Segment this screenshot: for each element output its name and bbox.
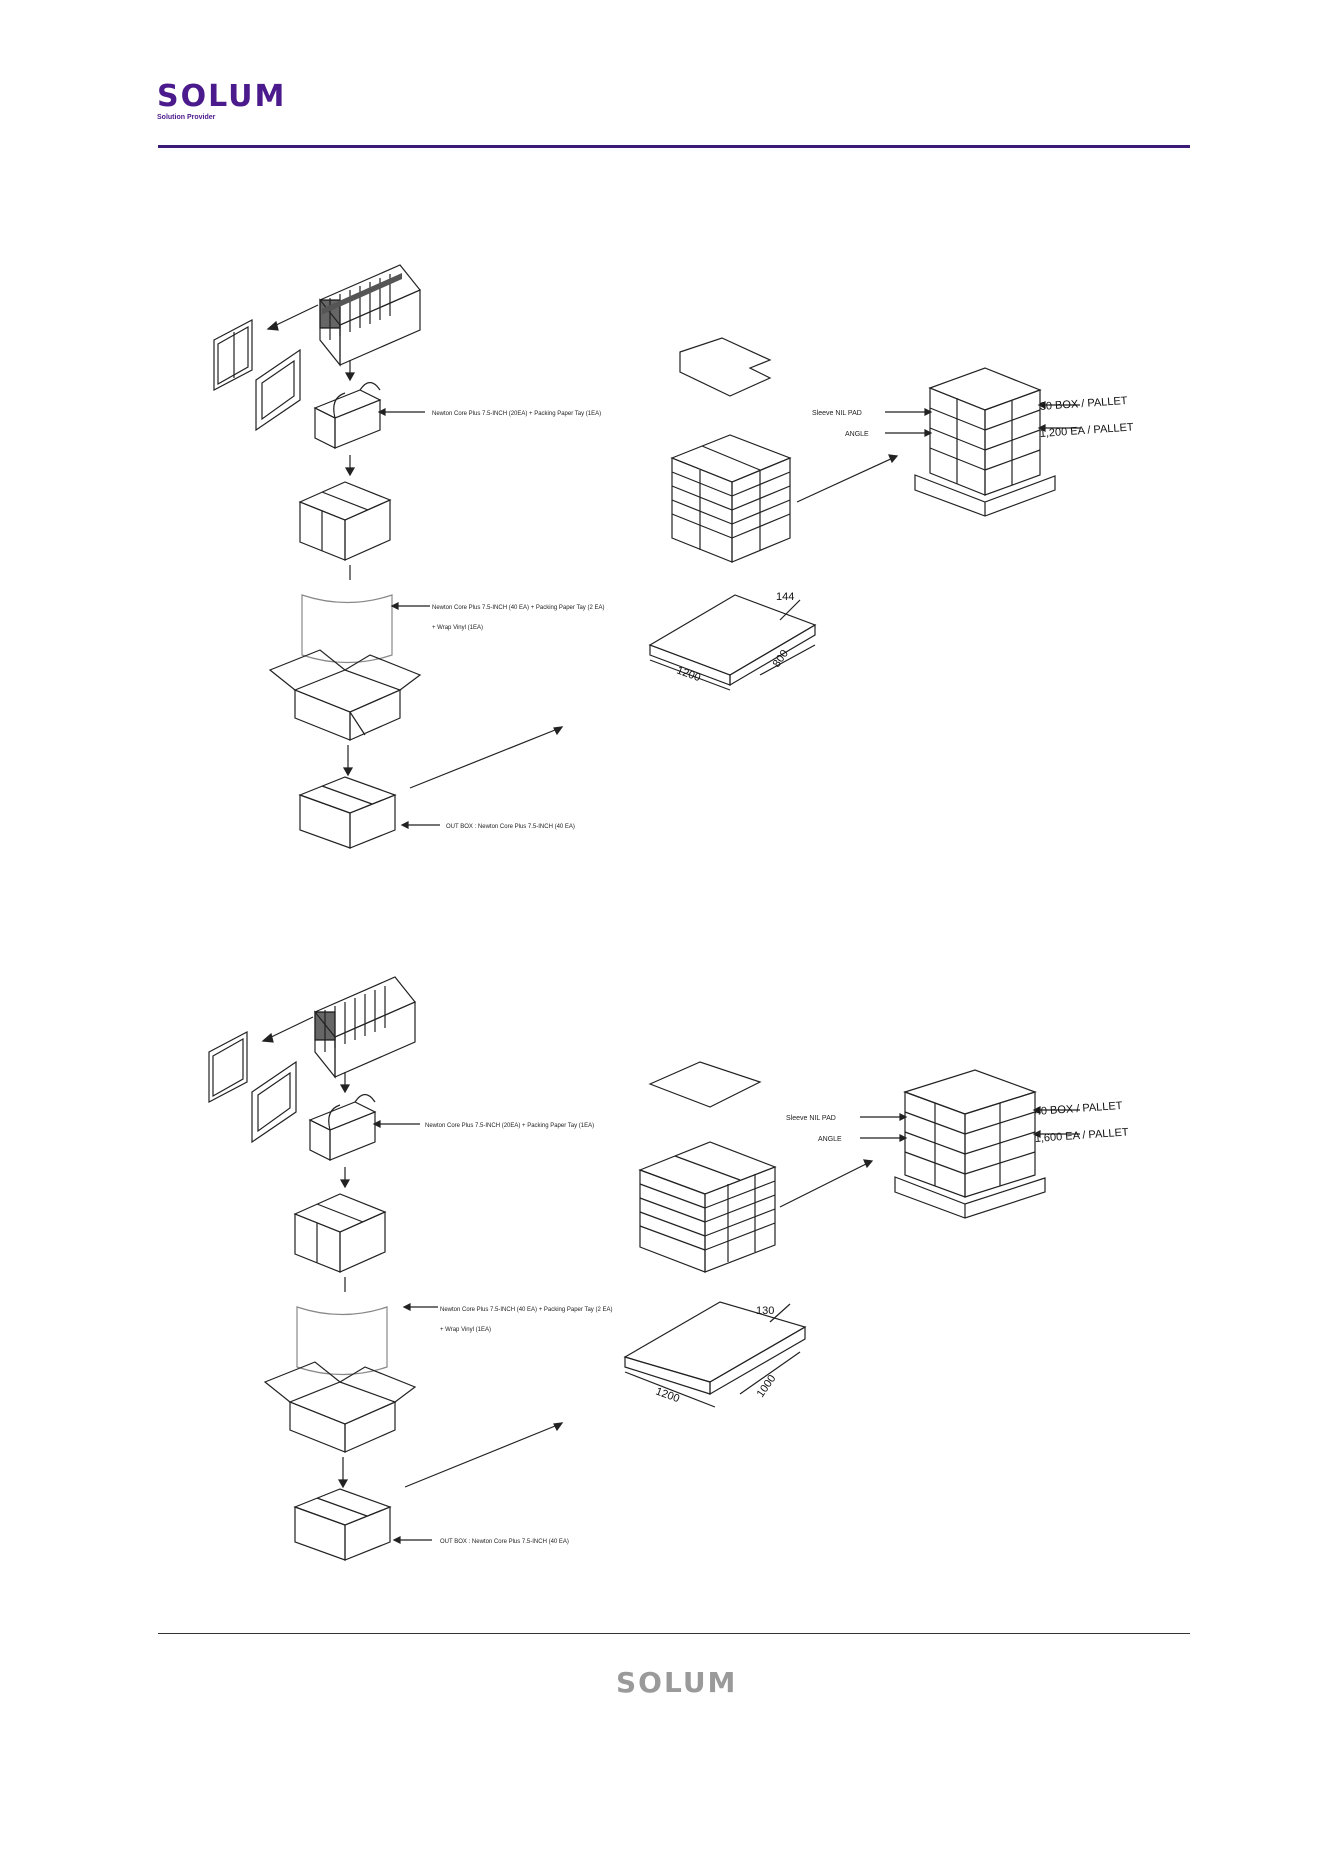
esl-unit-icon — [208, 1031, 248, 1103]
header-rule — [158, 145, 1190, 148]
double-box-icon — [298, 481, 392, 561]
label-outbox: OUT BOX : Newton Core Plus 7.5-INCH (40 … — [440, 1539, 569, 1545]
packing-diagram-2-svg: Newton Core Plus 7.5-INCH (20EA) + Packi… — [208, 976, 1129, 1561]
label-wrap-1: Newton Core Plus 7.5-INCH (40 EA) + Pack… — [440, 1307, 612, 1313]
open-carton-icon — [268, 649, 422, 741]
unit-stack-icon — [319, 264, 421, 367]
unit-stack-icon — [314, 976, 416, 1079]
label-box-pallet: 40 BOX / PALLET — [1034, 1100, 1123, 1118]
dim-height: 144 — [776, 591, 794, 603]
label-outbox: OUT BOX : Newton Core Plus 7.5-INCH (40 … — [446, 824, 575, 830]
pallet-base-icon — [648, 594, 817, 687]
footer-rule — [158, 1633, 1190, 1634]
label-wrap-2: + Wrap Vinyl (1EA) — [440, 1327, 491, 1333]
wrap-vinyl-icon — [301, 594, 393, 664]
loaded-pallet-icon — [894, 1069, 1046, 1219]
footer-logo: SOLUM — [616, 1666, 738, 1699]
label-sleeve: Sleeve NIL PAD — [786, 1115, 836, 1122]
label-angle: ANGLE — [845, 431, 869, 438]
label-ea-pallet: 1,600 EA / PALLET — [1034, 1126, 1129, 1145]
tray-box-icon — [313, 381, 382, 449]
wrap-vinyl-icon — [296, 1306, 388, 1376]
label-wrap-1: Newton Core Plus 7.5-INCH (40 EA) + Pack… — [432, 605, 604, 611]
label-ea-pallet: 1,200 EA / PALLET — [1039, 421, 1134, 440]
header-logo: SOLUM Solution Provider — [157, 79, 287, 122]
layer-pad-icon — [648, 1061, 762, 1108]
loaded-pallet-icon — [914, 367, 1056, 517]
packing-diagram-1-svg: Newton Core Plus 7.5-INCH (20EA) + Packi… — [213, 264, 1134, 849]
pallet-boxes-icon — [670, 434, 792, 563]
label-sleeve: Sleeve NIL PAD — [812, 410, 862, 417]
label-tray: Newton Core Plus 7.5-INCH (20EA) + Packi… — [425, 1123, 594, 1129]
label-wrap-2: + Wrap Vinyl (1EA) — [432, 625, 483, 631]
packing-diagram-1: Newton Core Plus 7.5-INCH (20EA) + Packi… — [0, 250, 1324, 870]
label-tray: Newton Core Plus 7.5-INCH (20EA) + Packi… — [432, 411, 601, 417]
tray-box-icon — [308, 1093, 377, 1161]
logo-tagline: Solution Provider — [157, 114, 216, 121]
dim-width: 1000 — [755, 1373, 779, 1400]
open-carton-icon — [263, 1361, 417, 1453]
esl-unit-icon — [213, 319, 253, 391]
dim-length: 1200 — [675, 665, 702, 685]
pallet-boxes-icon — [638, 1141, 777, 1273]
esl-unit-icon — [255, 348, 301, 432]
layer-pad-icon — [679, 337, 772, 397]
outbox-icon — [298, 776, 397, 849]
outbox-icon — [293, 1488, 392, 1561]
double-box-icon — [293, 1193, 387, 1273]
logo-wordmark: SOLUM — [157, 79, 287, 114]
dim-height: 130 — [756, 1305, 774, 1317]
label-angle: ANGLE — [818, 1136, 842, 1143]
esl-unit-icon — [251, 1060, 297, 1144]
packing-diagram-2: Newton Core Plus 7.5-INCH (20EA) + Packi… — [0, 962, 1324, 1582]
label-box-pallet: 30 BOX / PALLET — [1039, 395, 1128, 413]
dim-length: 1200 — [654, 1386, 681, 1406]
pallet-base-icon — [623, 1301, 807, 1396]
